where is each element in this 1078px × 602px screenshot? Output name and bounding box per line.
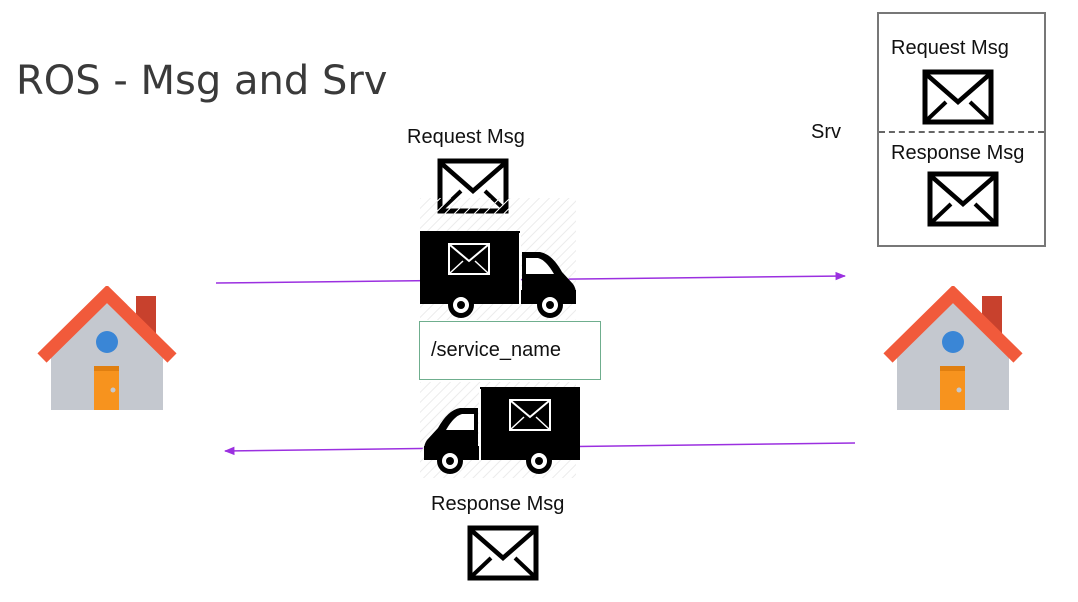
srv-response-label: Response Msg — [891, 142, 1025, 164]
truck-icon — [422, 384, 584, 481]
house-icon — [882, 284, 1024, 415]
srv-definition-box: Request Msg Response Msg — [877, 12, 1046, 247]
service-name-box: /service_name — [419, 321, 601, 380]
srv-divider — [879, 131, 1044, 133]
truck-icon — [416, 228, 578, 325]
response-msg-label: Response Msg — [431, 493, 565, 515]
slide-title: ROS - Msg and Srv — [16, 58, 388, 104]
service-name: /service_name — [431, 339, 562, 361]
envelope-icon — [467, 525, 539, 581]
srv-label: Srv — [811, 121, 841, 143]
envelope-icon — [922, 69, 994, 125]
house-icon — [36, 284, 178, 415]
srv-request-label: Request Msg — [891, 37, 1009, 59]
envelope-icon — [927, 171, 999, 227]
request-msg-label: Request Msg — [407, 126, 525, 148]
